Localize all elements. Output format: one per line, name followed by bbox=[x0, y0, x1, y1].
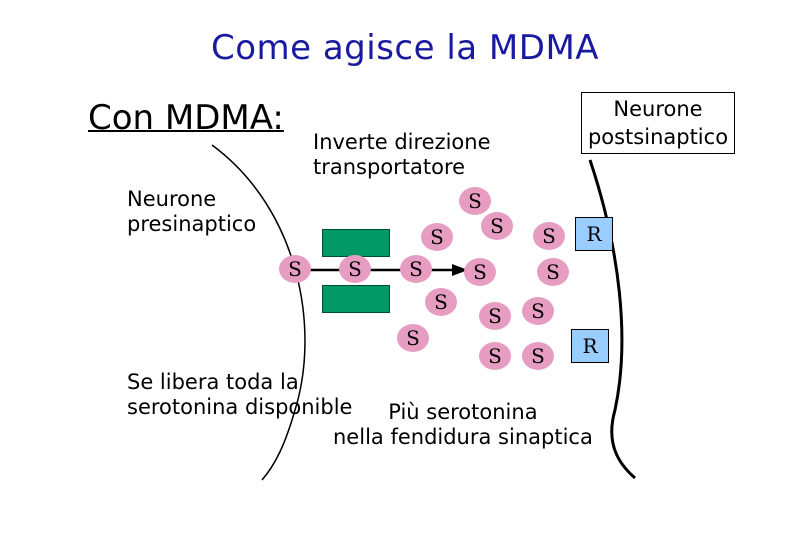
receptor: R bbox=[575, 217, 613, 251]
release-note: Se libera toda la serotonina disponible bbox=[127, 370, 353, 419]
serotonin-molecule: S bbox=[425, 288, 457, 316]
serotonin-molecule: S bbox=[459, 187, 491, 215]
serotonin-molecule: S bbox=[537, 258, 569, 286]
serotonin-molecule: S bbox=[479, 302, 511, 330]
transport-arrow-head bbox=[452, 264, 468, 276]
cleft-note: Più serotonina nella fendidura sinaptica bbox=[333, 400, 593, 449]
slide-subtitle: Con MDMA: bbox=[88, 98, 284, 138]
presynaptic-label: Neurone presinaptico bbox=[127, 187, 257, 236]
serotonin-molecule: S bbox=[397, 324, 429, 352]
postsynaptic-membrane bbox=[588, 159, 636, 480]
serotonin-molecule: S bbox=[533, 222, 565, 250]
serotonin-molecule: S bbox=[339, 255, 371, 283]
receptor: R bbox=[571, 329, 609, 363]
serotonin-molecule: S bbox=[421, 223, 453, 251]
slide-title: Come agisce la MDMA bbox=[210, 28, 600, 68]
transporter-note: Inverte direzione transportatore bbox=[313, 130, 491, 179]
presynaptic-membrane bbox=[211, 144, 306, 481]
serotonin-molecule: S bbox=[400, 255, 432, 283]
postsynaptic-label: Neurone postsinaptico bbox=[581, 92, 735, 154]
transporter-bottom bbox=[322, 285, 390, 313]
serotonin-molecule: S bbox=[522, 342, 554, 370]
serotonin-molecule: S bbox=[522, 297, 554, 325]
transporter-top bbox=[322, 229, 390, 257]
serotonin-molecule: S bbox=[479, 342, 511, 370]
serotonin-molecule: S bbox=[279, 255, 311, 283]
serotonin-molecule: S bbox=[464, 258, 496, 286]
serotonin-molecule: S bbox=[481, 212, 513, 240]
